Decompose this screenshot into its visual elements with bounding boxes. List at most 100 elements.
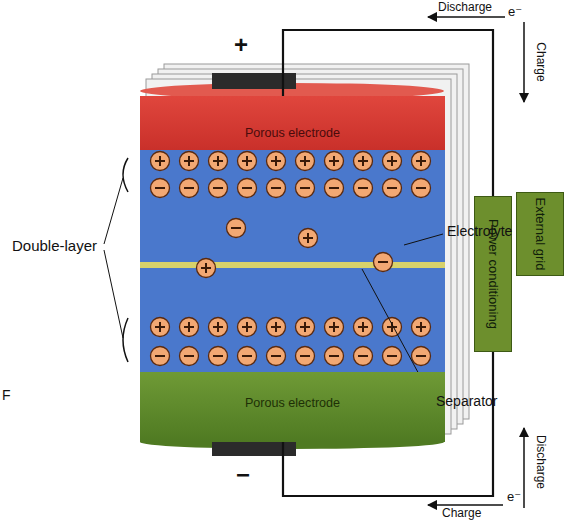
- ion-sign: [217, 322, 219, 332]
- ion-sign: [420, 322, 422, 332]
- callout-label: Double-layer: [12, 238, 97, 255]
- cation-symbol: [383, 152, 402, 171]
- ion-circle: [383, 347, 402, 366]
- cation-symbol: [180, 318, 199, 337]
- ion-sign: [271, 187, 281, 189]
- ion-sign: [246, 156, 248, 166]
- separator-membrane: [140, 262, 445, 268]
- electron-symbol: e⁻: [507, 490, 521, 504]
- ion-circle: [238, 179, 257, 198]
- edge-fragment: F: [2, 388, 11, 403]
- anion-symbol: [383, 347, 402, 366]
- ion-circle: [354, 152, 373, 171]
- callout-label: Separator: [436, 394, 497, 409]
- ion-circle: [267, 152, 286, 171]
- ion-sign: [300, 355, 310, 357]
- ion-circle: [412, 347, 431, 366]
- charge-arrow: [428, 504, 503, 506]
- ion-circle: [325, 179, 344, 198]
- ion-circle: [151, 318, 170, 337]
- ion-circle: [197, 259, 216, 278]
- ion-circle: [325, 318, 344, 337]
- charge-arrow: [523, 22, 525, 102]
- electrolyte-region: [140, 145, 445, 380]
- double-layer-bracket: [123, 318, 128, 362]
- cation-symbol: [412, 318, 431, 337]
- ion-circle: [180, 152, 199, 171]
- ion-circle: [267, 179, 286, 198]
- ion-circle: [412, 179, 431, 198]
- ion-sign: [271, 355, 281, 357]
- ion-circle: [383, 179, 402, 198]
- ion-sign: [362, 156, 364, 166]
- ion-circle: [325, 152, 344, 171]
- ion-circle: [238, 318, 257, 337]
- cation-symbol: [151, 152, 170, 171]
- anion-symbol: [151, 179, 170, 198]
- anion-symbol: [227, 219, 246, 238]
- electrode-label: Porous electrode: [140, 96, 445, 140]
- anion-symbol: [296, 347, 315, 366]
- ion-circle: [299, 229, 318, 248]
- ion-sign: [387, 187, 397, 189]
- electrode-band: Porous electrode: [140, 372, 445, 442]
- leader-line: [404, 234, 443, 245]
- ion-circle: [180, 179, 199, 198]
- electrode-band: Porous electrode: [140, 96, 445, 150]
- ion-symbols: [151, 152, 431, 366]
- ion-sign: [391, 156, 393, 166]
- anion-symbol: [354, 347, 373, 366]
- electron-symbol: e⁻: [508, 5, 522, 19]
- cation-symbol: [296, 152, 315, 171]
- ion-sign: [231, 227, 241, 229]
- cation-symbol: [180, 152, 199, 171]
- ion-sign: [155, 187, 165, 189]
- cation-symbol: [238, 152, 257, 171]
- anion-symbol: [180, 347, 199, 366]
- ion-sign: [155, 355, 165, 357]
- ion-sign: [416, 187, 426, 189]
- ion-sign: [217, 156, 219, 166]
- ion-sign: [362, 322, 364, 332]
- ion-sign: [188, 156, 190, 166]
- ion-circle: [267, 318, 286, 337]
- ion-circle: [238, 347, 257, 366]
- discharge-arrow: [523, 428, 525, 508]
- cation-symbol: [238, 318, 257, 337]
- ion-sign: [416, 355, 426, 357]
- ion-sign: [333, 322, 335, 332]
- ion-sign: [246, 322, 248, 332]
- ion-circle: [296, 152, 315, 171]
- ion-sign: [329, 355, 339, 357]
- ion-circle: [296, 318, 315, 337]
- ion-circle: [209, 347, 228, 366]
- system-box: Power conditioning: [474, 196, 512, 352]
- ion-sign: [304, 156, 306, 166]
- cation-symbol: [151, 318, 170, 337]
- ion-circle: [151, 179, 170, 198]
- leader-line: [104, 250, 123, 338]
- ion-circle: [151, 347, 170, 366]
- ion-sign: [387, 355, 397, 357]
- ion-circle: [267, 347, 286, 366]
- anion-symbol: [325, 347, 344, 366]
- ion-sign: [275, 156, 277, 166]
- cation-symbol: [325, 318, 344, 337]
- current-label: Charge: [533, 42, 546, 81]
- ion-circle: [354, 318, 373, 337]
- current-label: Discharge: [533, 435, 546, 489]
- callout-label: Electrolyte: [447, 224, 512, 239]
- cation-symbol: [267, 152, 286, 171]
- ion-circle: [412, 152, 431, 171]
- ion-circle: [151, 152, 170, 171]
- ion-sign: [213, 187, 223, 189]
- ion-sign: [358, 187, 368, 189]
- anion-symbol: [412, 347, 431, 366]
- ion-circle: [354, 347, 373, 366]
- cation-symbol: [197, 259, 216, 278]
- ion-circle: [296, 347, 315, 366]
- box-label: Power conditioning: [486, 201, 501, 347]
- ion-sign: [242, 187, 252, 189]
- cation-symbol: [209, 152, 228, 171]
- double-layer-bracket: [123, 158, 128, 192]
